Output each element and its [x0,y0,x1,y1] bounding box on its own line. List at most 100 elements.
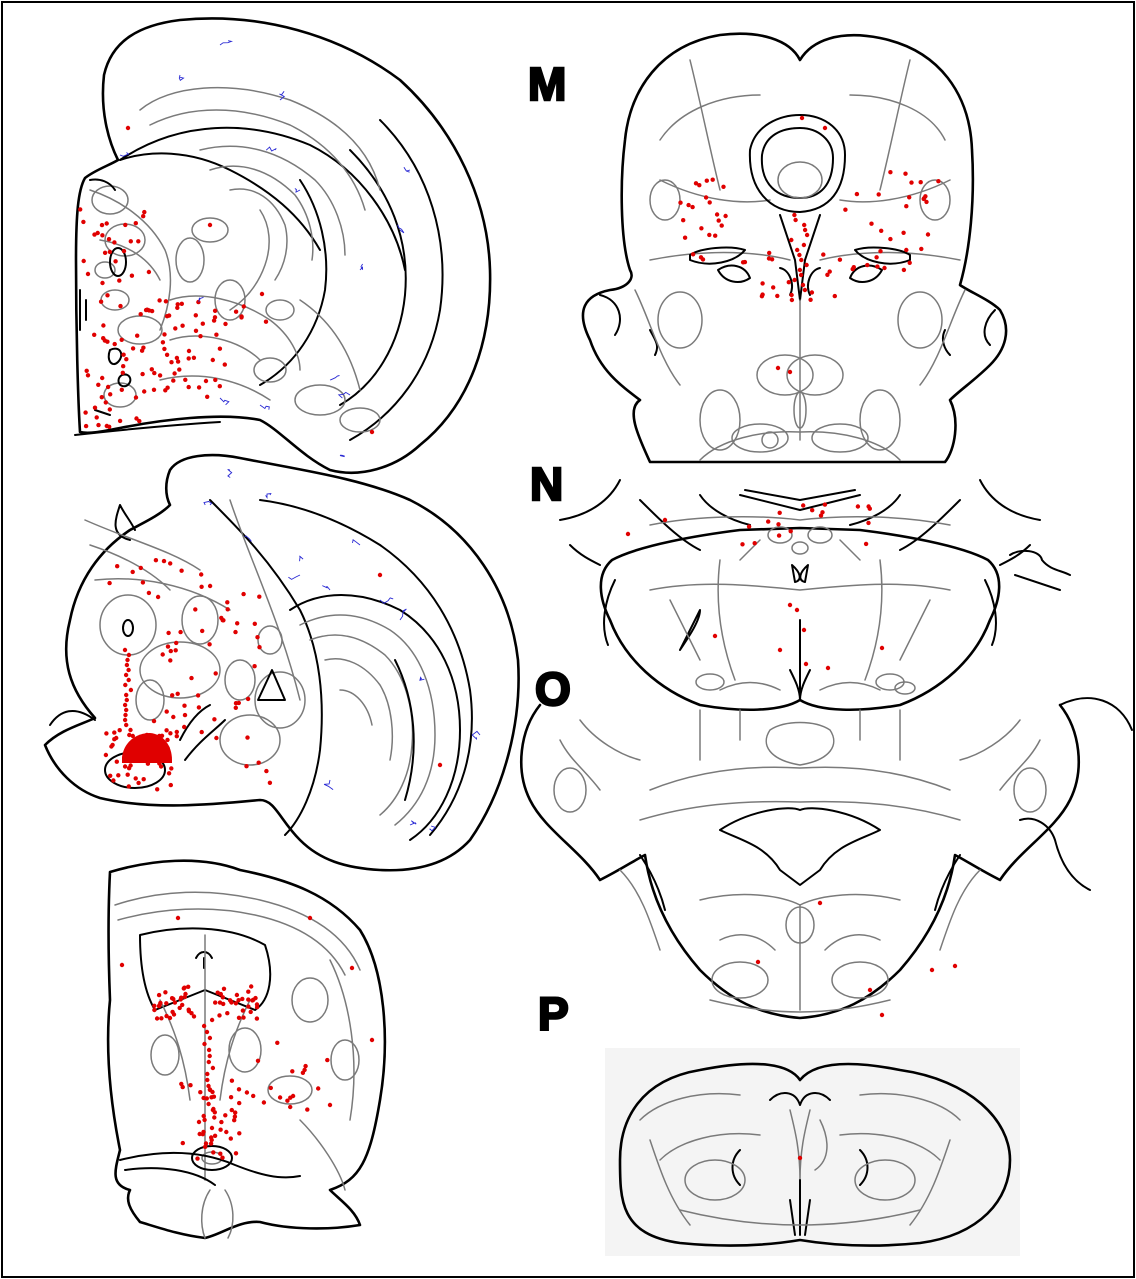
labeled-cell-322 [202,1042,206,1046]
labeled-cell-25 [86,373,90,377]
labeled-cell-237 [134,776,138,780]
labeled-cell-244 [111,778,115,782]
labeled-cell-23 [105,340,109,344]
labeled-cell-36 [120,388,124,392]
labeled-cell-62 [131,346,135,350]
labeled-cell-68 [107,425,111,429]
labeled-cell-428 [865,263,869,267]
labeled-cell-525 [930,968,934,972]
labeled-cell-524 [756,960,760,964]
labeled-cell-294 [221,995,225,999]
labeled-cell-412 [715,212,719,216]
labeled-cell-30 [78,207,82,211]
labeled-cell-152 [197,705,201,709]
labeled-cell-193 [126,668,130,672]
labeled-cell-305 [249,984,253,988]
labeled-cell-104 [150,309,154,313]
labeled-cell-527 [868,988,872,992]
labeled-cell-151 [193,607,197,611]
labeled-cell-160 [189,676,193,680]
labeled-cell-450 [869,222,873,226]
labeled-cell-150 [174,641,178,645]
labeled-cell-508 [866,521,870,525]
labeled-cell-54 [140,372,144,376]
labeled-cell-20 [142,210,146,214]
labeled-cell-406 [708,200,712,204]
labeled-cell-202 [123,713,127,717]
labeled-cell-298 [237,1016,241,1020]
labeled-cell-71 [150,367,154,371]
labeled-cell-121 [223,322,227,326]
labeled-cell-403 [683,236,687,240]
labeled-cell-107 [177,367,181,371]
labeled-cell-363 [203,1145,207,1149]
labeled-cell-135 [174,648,178,652]
labeled-cell-63 [100,223,104,227]
labeled-cell-85 [187,356,191,360]
labeled-cell-246 [115,760,119,764]
labeled-cell-520 [826,666,830,670]
labeled-cell-379 [278,1095,282,1099]
labeled-cell-19 [108,250,112,254]
labeled-cell-122 [264,320,268,324]
labeled-cell-292 [222,987,226,991]
labeled-cell-358 [212,1115,216,1119]
labeled-cell-45 [101,336,105,340]
labeled-cell-324 [208,1054,212,1058]
labeled-cell-460 [803,228,807,232]
labeled-cell-504 [778,511,782,515]
labeled-cell-310 [217,1013,221,1017]
labeled-cell-163 [255,635,259,639]
labeled-cell-461 [805,233,809,237]
labeled-cell-334 [202,1114,206,1118]
labeled-cell-448 [909,180,913,184]
labeled-cell-405 [686,203,690,207]
labeled-cell-446 [855,192,859,196]
labeled-cell-72 [171,378,175,382]
labeled-cell-245 [123,764,127,768]
labeled-cell-7 [134,221,138,225]
labeled-cell-482 [810,290,814,294]
labeled-cell-407 [717,218,721,222]
labeled-cell-400 [350,966,354,970]
labeled-cell-3 [120,338,124,342]
labeled-cell-117 [242,304,246,308]
labeled-cell-316 [241,1008,245,1012]
labeled-cell-394 [302,1068,306,1072]
labeled-cell-123 [180,302,184,306]
labeled-cell-96 [165,386,169,390]
labeled-cell-133 [257,595,261,599]
labeled-cell-172 [225,600,229,604]
labeled-cell-109 [169,360,173,364]
labeled-cell-481 [775,294,779,298]
labeled-cell-452 [919,180,923,184]
labeled-cell-326 [211,1066,215,1070]
labeled-cell-257 [438,763,442,767]
labeled-cell-94 [223,362,227,366]
labeled-cell-376 [208,1087,212,1091]
labeled-cell-143 [179,569,183,573]
labeled-cell-302 [246,1004,250,1008]
labeled-cell-209 [136,781,140,785]
labeled-cell-344 [209,1141,213,1145]
labeled-cell-67 [96,231,100,235]
labeled-cell-511 [740,542,744,546]
labeled-cell-89 [157,298,161,302]
labeled-cell-252 [268,781,272,785]
labeled-cell-241 [118,728,122,732]
labeled-cell-140 [196,693,200,697]
labeled-cell-264 [192,1014,196,1018]
labeled-cell-378 [211,1150,215,1154]
labeled-cell-323 [207,1048,211,1052]
labeled-cell-40 [129,239,133,243]
labeled-cell-147 [214,736,218,740]
labeled-cell-255 [257,761,261,765]
labeled-cell-445 [874,255,878,259]
labeled-cell-456 [907,195,911,199]
labeled-cell-321 [208,1036,212,1040]
labeled-cell-166 [170,693,174,697]
labeled-cell-234 [167,771,171,775]
labeled-cell-228 [128,763,132,767]
labeled-cell-169 [168,658,172,662]
